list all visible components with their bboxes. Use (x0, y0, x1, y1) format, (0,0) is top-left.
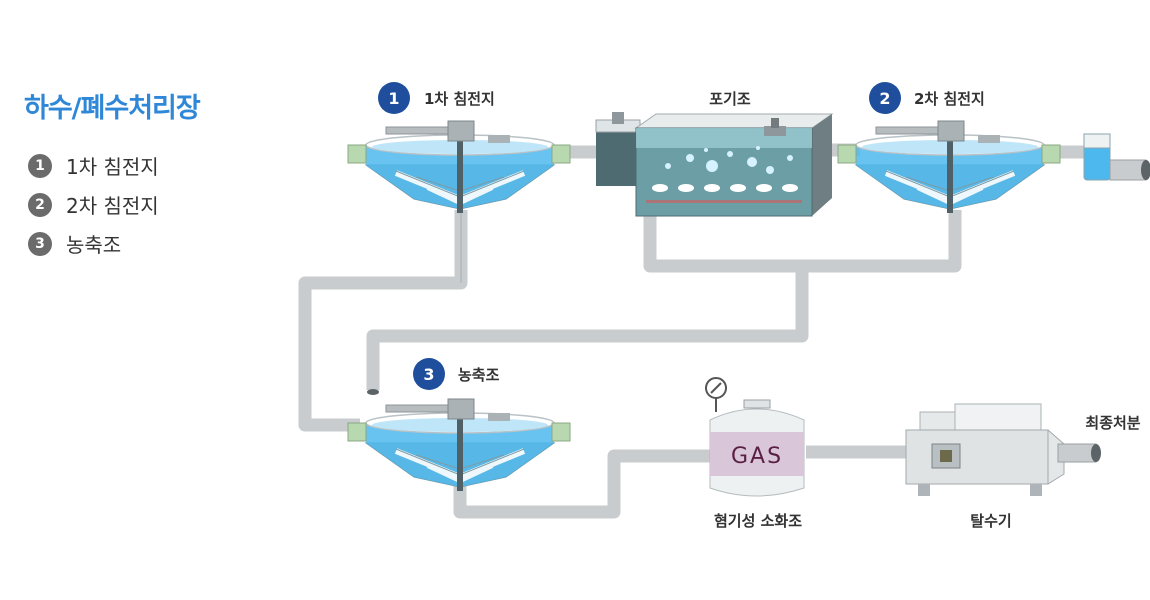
badge-thickener: 3 (413, 358, 445, 390)
label-dewatering: 탈수기 (970, 512, 1011, 530)
legend-item-thickener: 3 농축조 (28, 224, 159, 263)
label-digester: 혐기성 소화조 (714, 512, 802, 530)
dewatering-machine (905, 403, 1101, 496)
thickener (348, 399, 570, 491)
aeration-tank (595, 112, 834, 217)
label-aeration: 포기조 (709, 90, 751, 108)
badge-secondary: 2 (869, 82, 901, 114)
label-final-disposal: 최종처분 (1085, 414, 1140, 432)
primary-clarifier (348, 121, 570, 213)
label-primary: 1차 침전지 (424, 90, 495, 108)
label-thickener: 농축조 (458, 366, 500, 384)
label-secondary: 2차 침전지 (914, 90, 985, 108)
legend-number-badge: 1 (28, 153, 52, 178)
badge-number: 3 (423, 365, 434, 384)
badge-primary: 1 (378, 82, 410, 114)
badge-number: 1 (388, 89, 399, 108)
outlet-tank (1083, 133, 1150, 181)
legend-number-badge: 2 (28, 192, 52, 217)
anaerobic-digester: GAS (705, 377, 805, 497)
legend: 1 1차 침전지 2 2차 침전지 3 농축조 (28, 146, 159, 263)
pipe-outlet (367, 389, 379, 395)
legend-item-secondary: 2 2차 침전지 (28, 185, 159, 224)
page-title: 하수/폐수처리장 (24, 93, 201, 124)
legend-number-badge: 3 (28, 231, 52, 256)
secondary-clarifier (838, 121, 1060, 213)
badge-number: 2 (879, 89, 890, 108)
legend-label: 농축조 (66, 233, 122, 257)
legend-item-primary: 1 1차 침전지 (28, 146, 159, 185)
legend-label: 2차 침전지 (66, 194, 159, 218)
gas-label: GAS (731, 444, 783, 469)
legend-label: 1차 침전지 (66, 155, 159, 179)
